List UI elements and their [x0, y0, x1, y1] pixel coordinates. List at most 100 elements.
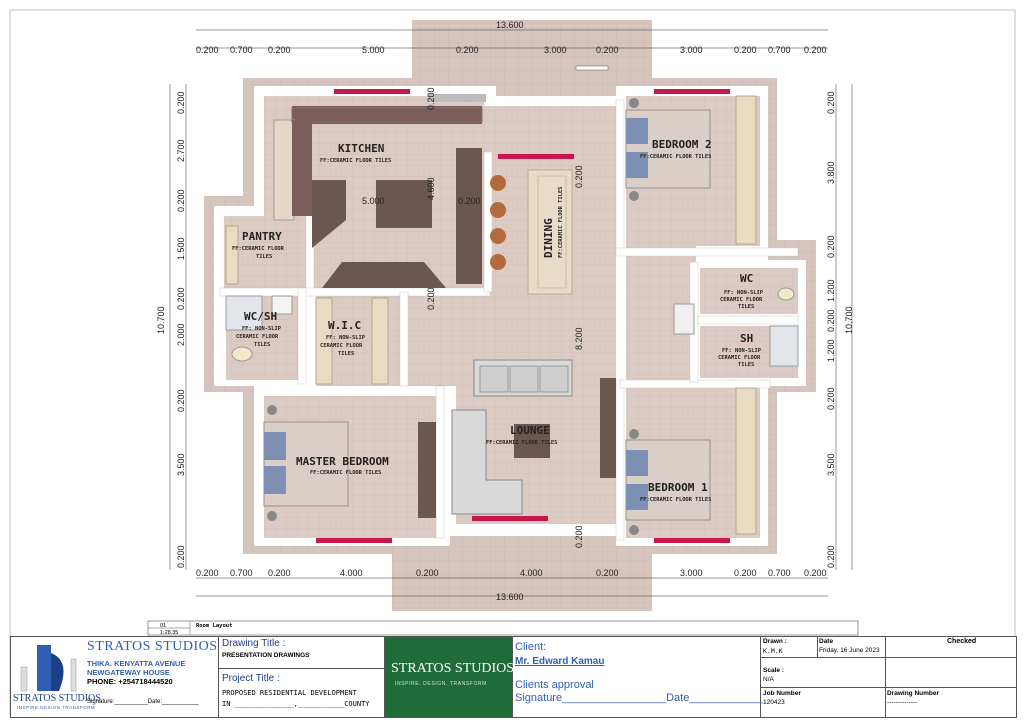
- wc-finish-3: TILES: [738, 304, 754, 310]
- drawing-number-label: Drawing Number: [887, 690, 940, 697]
- wc-finish-1: FF: NON-SLIP: [724, 290, 764, 296]
- top-dim-1: 0.700: [230, 45, 253, 55]
- top-dim-3: 5.000: [362, 45, 385, 55]
- job-number-value: 120423: [763, 699, 785, 706]
- right-overall-dimension: 10.700: [844, 306, 854, 334]
- room-labels: KITCHEN FF:CERAMIC FLOOR TILES PANTRY FF…: [232, 138, 764, 503]
- studio-logo-icon: [20, 645, 77, 692]
- top-dim-0: 0.200: [196, 45, 219, 55]
- kitchen-wall-dim: 0.200: [426, 87, 436, 110]
- left-dimensions: 10.700 0.200 2.700 0.200 1.500 0.200 2.0…: [156, 91, 186, 568]
- interior-dimensions: 5.000 4.600 0.200 0.200 0.200 0.200 8.20…: [362, 87, 584, 548]
- left-overall-dimension: 10.700: [156, 306, 166, 334]
- caption-label: Room Layout: [196, 623, 232, 629]
- bedroom-2-label: BEDROOM 2: [652, 138, 712, 151]
- right-dimensions: 10.700 0.200 3.800 0.200 1.200 0.200 1.2…: [826, 91, 854, 568]
- drawing-caption: 01 1:28.35 Room Layout: [147, 620, 859, 636]
- studio-name: STRATOS STUDIOS: [87, 639, 218, 654]
- right-dim-0: 0.200: [826, 91, 836, 114]
- windows: [316, 65, 730, 543]
- bottom-dim-0: 0.200: [196, 568, 219, 578]
- bottom-wall-dim: 0.200: [574, 525, 584, 548]
- job-number-label: Job Number: [763, 690, 801, 697]
- bottom-dim-5: 4.000: [520, 568, 543, 578]
- bedroom-1-finish: FF:CERAMIC FLOOR TILES: [640, 497, 711, 503]
- pantry-label: PANTRY: [242, 230, 282, 243]
- bottom-dim-10: 0.200: [804, 568, 827, 578]
- master-bedroom-furniture: [263, 405, 436, 521]
- right-dim-2: 0.200: [826, 235, 836, 258]
- top-dim-7: 3.000: [680, 45, 703, 55]
- wcsh-finish-3: TILES: [254, 342, 270, 348]
- caption-ref-top: 01: [160, 623, 166, 629]
- lounge-label: LOUNGE: [510, 424, 550, 437]
- top-dim-6: 0.200: [596, 45, 619, 55]
- drawn-value: K.M.K: [763, 647, 783, 655]
- logo-text: STRATOS STUDIOS: [13, 693, 101, 704]
- project-title-line-2: IN ______________,___________COUNTY: [222, 700, 370, 708]
- studio-cell: STRATOS STUDIOS THIKA. KENYATTA AVENUE N…: [11, 637, 219, 717]
- date-label: Date: [819, 638, 834, 645]
- bottom-dim-2: 0.200: [268, 568, 291, 578]
- bottom-dim-9: 0.700: [768, 568, 791, 578]
- top-dim-4: 0.200: [456, 45, 479, 55]
- wic-label: W.I.C: [328, 319, 361, 332]
- left-dim-4: 0.200: [176, 287, 186, 310]
- sh-finish-2: CERAMIC FLOOR: [718, 355, 761, 361]
- title-block: STRATOS STUDIOS THIKA. KENYATTA AVENUE N…: [10, 636, 1017, 718]
- sh-finish-3: TILES: [738, 362, 754, 368]
- top-overall-dimension: 13.600: [496, 20, 524, 30]
- dining-finish: FF:CERAMIC FLOOR TILES: [558, 187, 564, 258]
- bottom-dim-3: 4.000: [340, 568, 363, 578]
- left-dim-7: 3.500: [176, 453, 186, 476]
- checked-label: Checked: [947, 638, 977, 645]
- wcsh-finish-1: FF: NON-SLIP: [242, 326, 282, 332]
- info-cell: Drawn : K.M.K Date Friday, 16 June 2023 …: [761, 637, 1016, 717]
- dining-furniture: [490, 169, 573, 295]
- top-dim-8: 0.200: [734, 45, 757, 55]
- drawing-title-cell: Drawing Title : PRESENTATION DRAWINGS Pr…: [219, 637, 385, 717]
- kitchen-finish: FF:CERAMIC FLOOR TILES: [320, 158, 391, 164]
- sh-finish-1: FF: NON-SLIP: [722, 348, 762, 354]
- wcsh-finish-2: CERAMIC FLOOR: [236, 334, 279, 340]
- date-value: Friday, 16 June 2023: [819, 647, 880, 654]
- drawing-title-value: PRESENTATION DRAWINGS: [222, 652, 310, 659]
- lounge-height-dim: 8.200: [574, 327, 584, 350]
- bottom-dim-4: 0.200: [416, 568, 439, 578]
- client-label: Client:: [515, 641, 547, 653]
- clients-approval-label: Clients approval: [515, 679, 594, 691]
- wic-finish-1: FF: NON-SLIP: [326, 335, 366, 341]
- bedroom-1-label: BEDROOM 1: [648, 481, 708, 494]
- left-dim-2: 0.200: [176, 189, 186, 212]
- kitchen-label: KITCHEN: [338, 142, 384, 155]
- bottom-dim-7: 3.000: [680, 568, 703, 578]
- lounge-furniture: [451, 359, 616, 515]
- right-dim-1: 3.800: [826, 161, 836, 184]
- client-cell: Client: Mr. Edward Kamau Clients approva…: [513, 637, 763, 717]
- project-title-label: Project Title :: [222, 673, 280, 684]
- wc-label: WC: [740, 272, 753, 285]
- wic-finish-2: CERAMIC FLOOR: [320, 343, 363, 349]
- center-logo-text: STRATOS STUDIOS: [391, 661, 515, 676]
- dimension-lines: [169, 29, 853, 597]
- scale-label: Scale :: [763, 667, 784, 674]
- project-title-line-1: PROPOSED RESIDENTIAL DEVELOPMENT: [222, 689, 357, 697]
- master-bedroom-finish: FF:CERAMIC FLOOR TILES: [310, 470, 381, 476]
- top-dim-2: 0.200: [268, 45, 291, 55]
- left-dim-8: 0.200: [176, 545, 186, 568]
- drawn-label: Drawn :: [763, 638, 787, 645]
- studio-signature-line: Signature:__________Date:___________: [87, 699, 199, 705]
- right-dim-8: 0.200: [826, 545, 836, 568]
- left-dim-5: 2.000: [176, 323, 186, 346]
- right-dim-4: 0.200: [826, 309, 836, 332]
- bottom-dim-8: 0.200: [734, 568, 757, 578]
- top-dim-10: 0.200: [804, 45, 827, 55]
- master-bedroom-label: MASTER BEDROOM: [296, 455, 389, 468]
- kitchen-furniture: [273, 94, 486, 288]
- dining-width-dim: 0.200: [574, 165, 584, 188]
- pantry-finish-2: TILES: [256, 254, 272, 260]
- lounge-finish: FF:CERAMIC FLOOR TILES: [486, 440, 557, 446]
- client-signature-line: Signature_________________Date__________…: [515, 692, 763, 704]
- dining-label: DINING: [542, 218, 555, 258]
